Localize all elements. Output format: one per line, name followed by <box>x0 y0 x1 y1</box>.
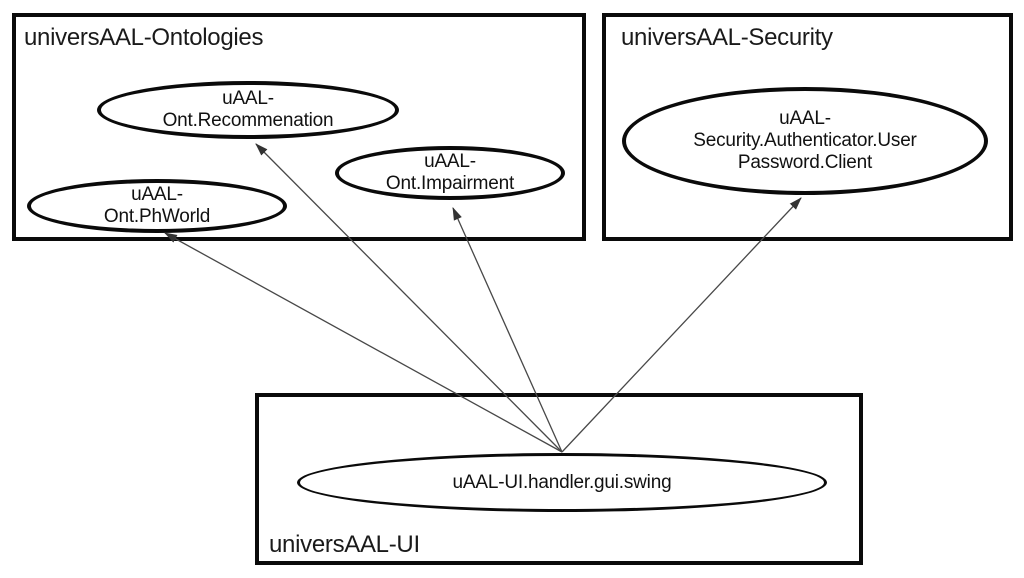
node-label-line: Ont.Impairment <box>385 173 515 194</box>
node-ont-recommenation: uAAL- Ont.Recommenation <box>97 81 399 139</box>
node-label-line: uAAL- <box>131 184 183 205</box>
group-title-ui: universAAL-UI <box>269 531 420 558</box>
node-ui-handler-gui-swing-label: uAAL-UI.handler.gui.swing <box>453 472 672 494</box>
group-title-ontologies: universAAL-Ontologies <box>24 24 264 51</box>
node-label-line: uAAL-UI.handler.gui.swing <box>452 471 672 493</box>
node-label-line: Password.Client <box>737 152 873 173</box>
node-security-userpassword-client-label: uAAL- Security.Authenticator.User Passwo… <box>693 108 917 174</box>
node-ui-handler-gui-swing: uAAL-UI.handler.gui.swing <box>297 453 827 512</box>
node-ont-impairment-label: uAAL- Ont.Impairment <box>386 151 514 195</box>
node-ont-phworld-label: uAAL- Ont.PhWorld <box>104 184 210 228</box>
node-ont-recommenation-label: uAAL- Ont.Recommenation <box>163 88 334 132</box>
group-title-security: universAAL-Security <box>621 24 833 51</box>
node-label-line: uAAL- <box>424 151 476 172</box>
node-security-userpassword-client: uAAL- Security.Authenticator.User Passwo… <box>622 87 988 195</box>
node-label-line: uAAL- <box>222 88 274 109</box>
node-label-line: Ont.PhWorld <box>103 206 211 227</box>
node-label-line: uAAL- <box>779 108 831 129</box>
node-label-line: Ont.Recommenation <box>162 110 334 131</box>
node-ont-phworld: uAAL- Ont.PhWorld <box>27 179 287 233</box>
node-label-line: Security.Authenticator.User <box>693 130 917 151</box>
node-ont-impairment: uAAL- Ont.Impairment <box>335 146 565 200</box>
